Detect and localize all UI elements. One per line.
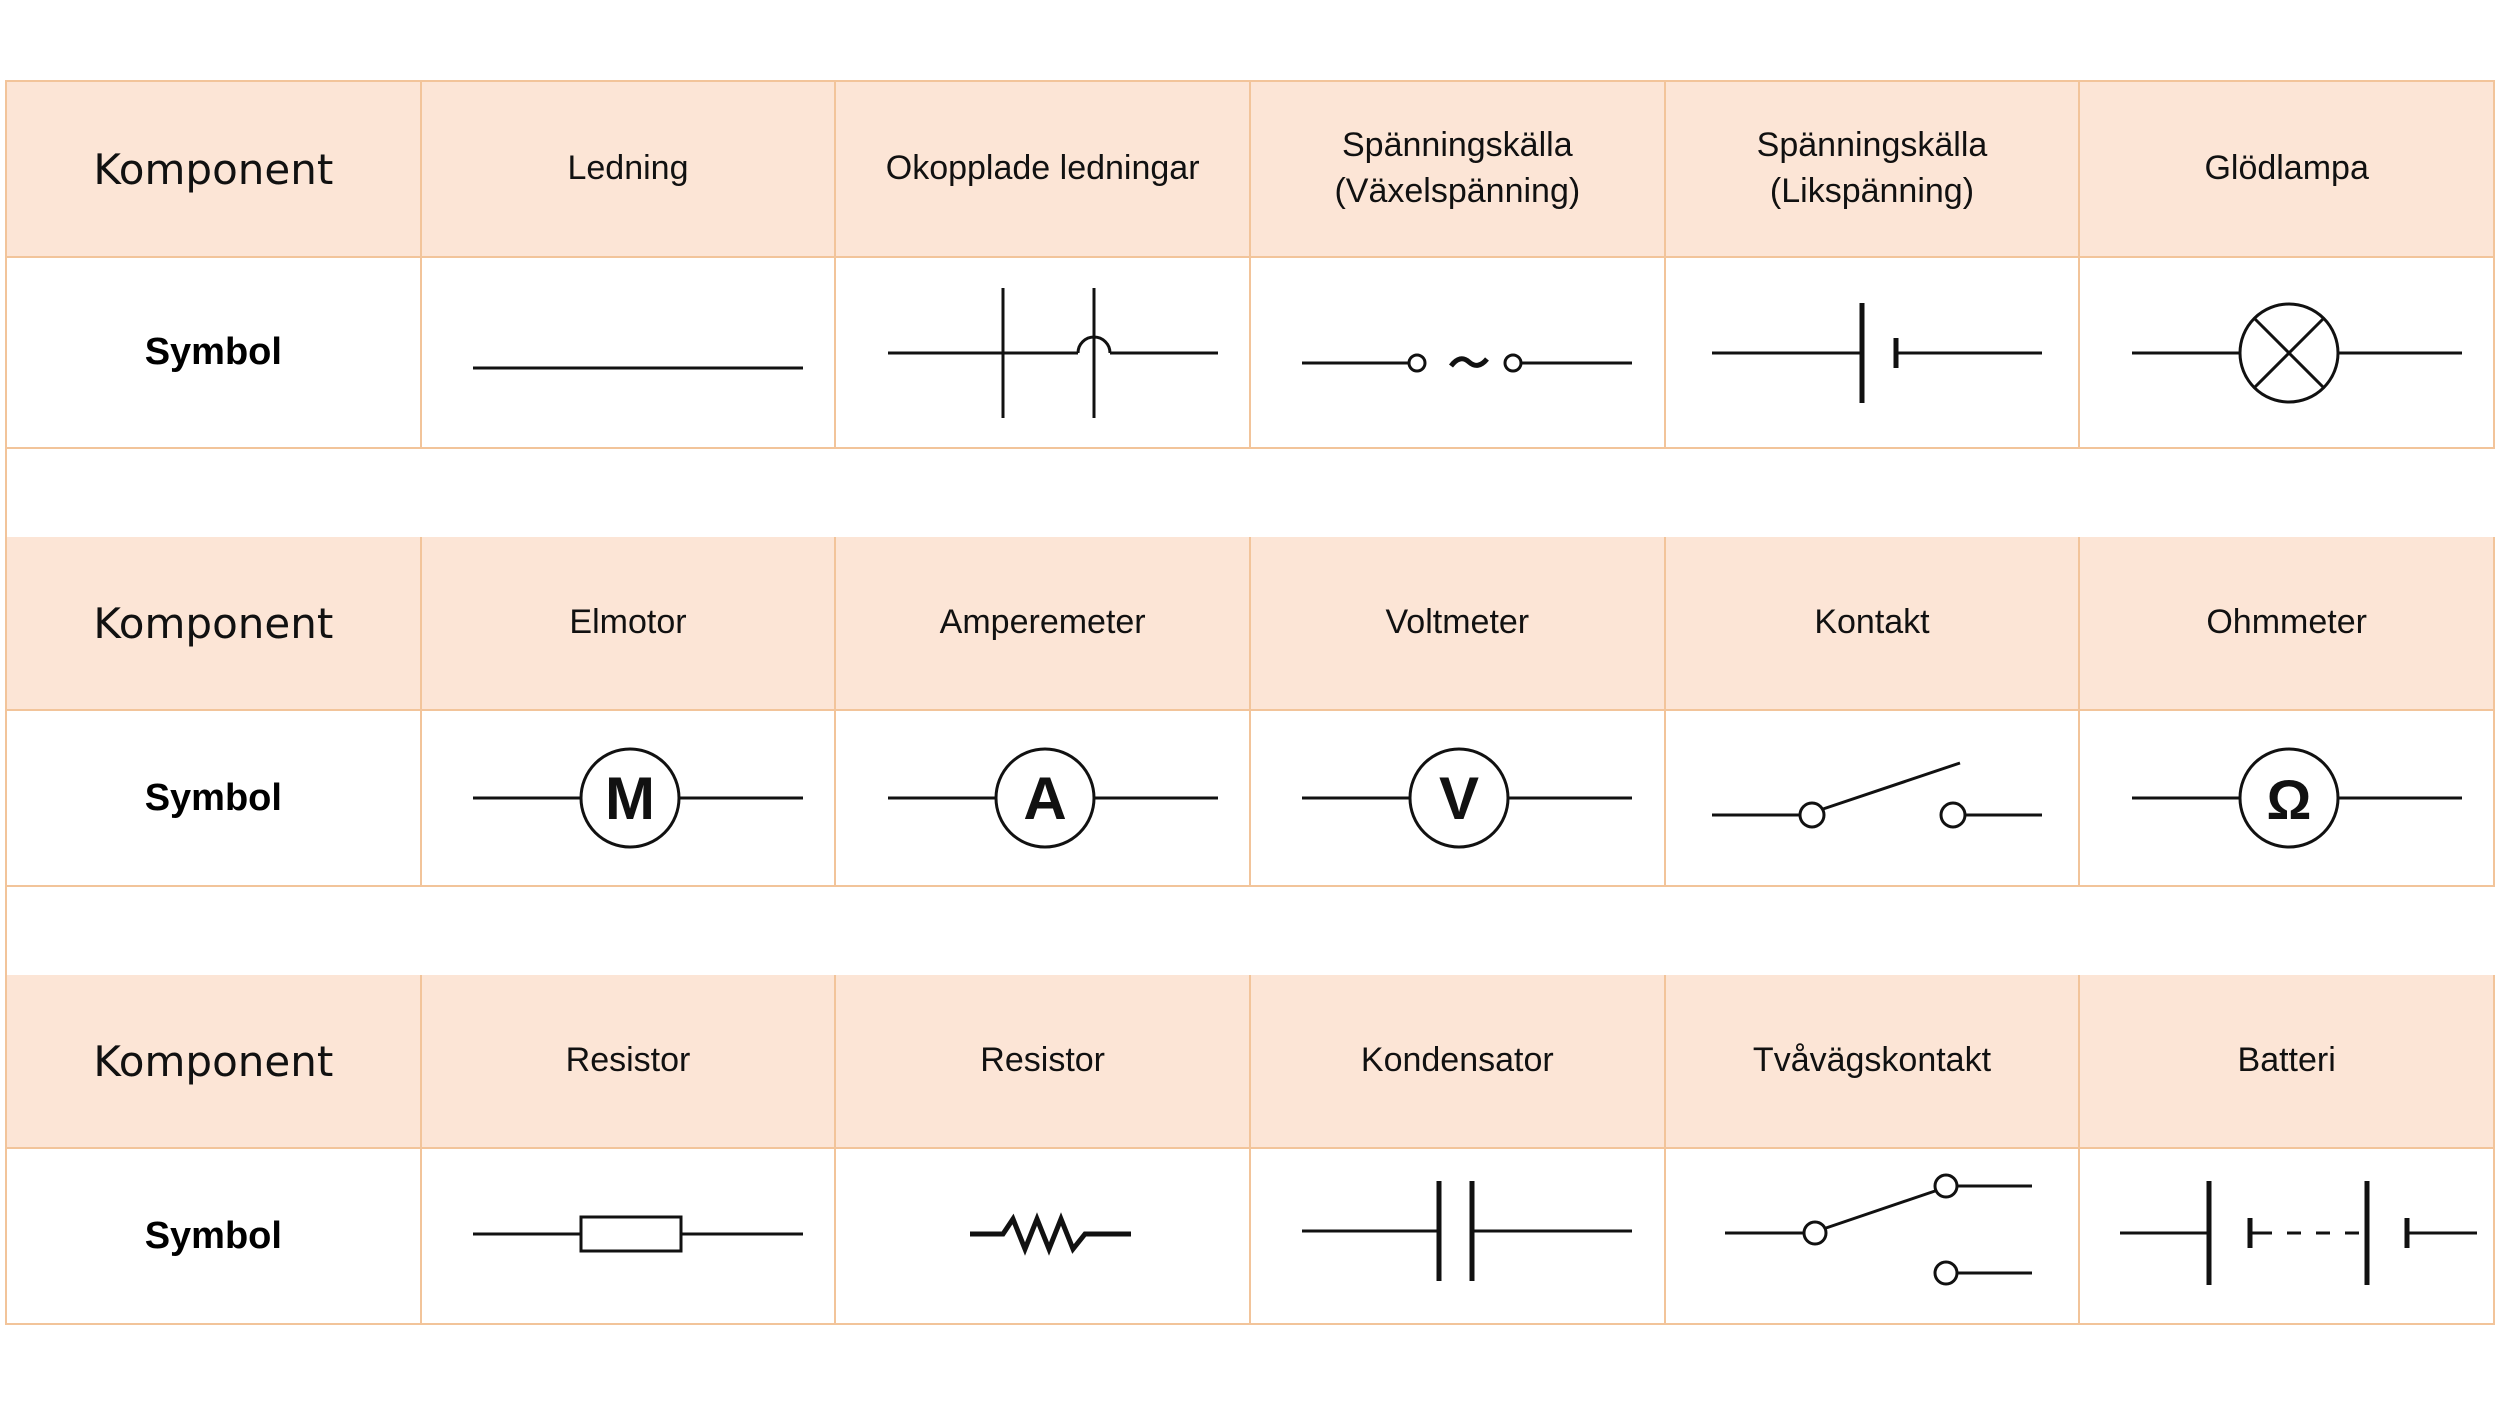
component-name: Elmotor xyxy=(569,603,687,642)
dc-source-icon xyxy=(1711,302,2042,403)
unconnected-wires-icon xyxy=(887,287,1218,418)
symbol-letter: V xyxy=(1439,765,1479,832)
symbol-letter: Ω xyxy=(2266,768,2311,831)
symbol-cell: V xyxy=(1250,711,1666,887)
symbol-cell xyxy=(2080,258,2495,449)
header-cell-komponent: Komponent xyxy=(7,537,422,711)
component-name-cell: Kontakt xyxy=(1665,537,2081,711)
component-name-cell: Ohmmeter xyxy=(2080,537,2495,711)
row-label-komponent: Komponent xyxy=(93,144,334,194)
component-name: Ledning xyxy=(567,149,689,188)
symbol-cell: A xyxy=(836,711,1251,887)
symbol-cell xyxy=(421,258,837,449)
symbol-cell xyxy=(1250,258,1666,449)
component-name: Spänningskälla (Likspänning) xyxy=(1756,126,1988,210)
wire-icon xyxy=(472,366,803,369)
header-cell-komponent: Komponent xyxy=(7,975,422,1149)
component-name: Resistor xyxy=(565,1041,691,1080)
component-name-cell: Spänningskälla (Växelspänning) xyxy=(1250,82,1666,258)
symbol-label-cell: Symbol xyxy=(7,711,422,887)
symbol-cell xyxy=(1250,1149,1666,1325)
symbol-label-cell: Symbol xyxy=(7,1149,422,1325)
component-name: Tvåvägskontakt xyxy=(1752,1041,1992,1080)
component-name-cell: Ledning xyxy=(421,82,837,258)
component-name-cell: Batteri xyxy=(2080,975,2495,1149)
component-name: Kontakt xyxy=(1814,603,1930,642)
component-name: Resistor xyxy=(980,1041,1105,1080)
ammeter-icon: A xyxy=(887,747,1218,849)
component-name: Kondensator xyxy=(1360,1041,1554,1080)
symbol-cell xyxy=(836,1149,1251,1325)
voltmeter-icon: V xyxy=(1302,747,1633,849)
symbol-cell: M xyxy=(421,711,837,887)
header-cell-komponent: Komponent xyxy=(7,82,422,258)
two-way-switch-icon xyxy=(1724,1173,2032,1286)
component-name-cell: Resistor xyxy=(421,975,837,1149)
switch-icon xyxy=(1711,761,2042,829)
component-name-cell: Resistor xyxy=(836,975,1251,1149)
symbol-cell xyxy=(2080,1149,2495,1325)
symbol-label-cell: Symbol xyxy=(7,258,422,449)
symbol-letter: M xyxy=(605,765,655,832)
component-name-cell: Amperemeter xyxy=(836,537,1251,711)
component-table: Komponent Ledning Okopplade ledningar Sp… xyxy=(5,80,2495,1325)
component-name: Glödlampa xyxy=(2204,149,2369,188)
component-name: Batteri xyxy=(2237,1041,2336,1080)
component-name: Voltmeter xyxy=(1385,603,1530,642)
row-label-komponent: Komponent xyxy=(93,598,334,648)
component-name-cell: Tvåvägskontakt xyxy=(1665,975,2081,1149)
component-name-cell: Glödlampa xyxy=(2080,82,2495,258)
row-label-symbol: Symbol xyxy=(144,331,282,373)
component-name: Amperemeter xyxy=(939,603,1146,642)
component-name: Spänningskälla (Växelspänning) xyxy=(1334,126,1581,210)
capacitor-icon xyxy=(1302,1181,1633,1281)
symbol-letter: A xyxy=(1023,765,1066,832)
component-name-cell: Elmotor xyxy=(421,537,837,711)
row-label-symbol: Symbol xyxy=(144,1214,282,1257)
row-spacer xyxy=(7,449,2495,537)
ohmmeter-icon: Ω xyxy=(2131,747,2462,849)
component-name-cell: Okopplade ledningar xyxy=(836,82,1251,258)
component-name-cell: Spänningskälla (Likspänning) xyxy=(1665,82,2081,258)
ac-source-icon xyxy=(1302,353,1633,372)
symbol-cell xyxy=(836,258,1251,449)
row-spacer xyxy=(7,887,2495,975)
row-label-komponent: Komponent xyxy=(93,1036,334,1086)
resistor-zigzag-icon xyxy=(969,1212,1131,1256)
symbol-cell xyxy=(1665,1149,2081,1325)
motor-icon: M xyxy=(472,747,803,849)
component-name-cell: Kondensator xyxy=(1250,975,1666,1149)
symbol-cell: Ω xyxy=(2080,711,2495,887)
component-name: Ohmmeter xyxy=(2206,603,2367,642)
symbol-cell xyxy=(1665,711,2081,887)
component-name-cell: Voltmeter xyxy=(1250,537,1666,711)
row-label-symbol: Symbol xyxy=(144,776,282,819)
component-name: Okopplade ledningar xyxy=(885,149,1200,188)
resistor-box-icon xyxy=(472,1215,803,1253)
symbol-cell xyxy=(421,1149,837,1325)
lamp-icon xyxy=(2131,302,2462,403)
battery-icon xyxy=(2119,1181,2477,1285)
symbol-cell xyxy=(1665,258,2081,449)
